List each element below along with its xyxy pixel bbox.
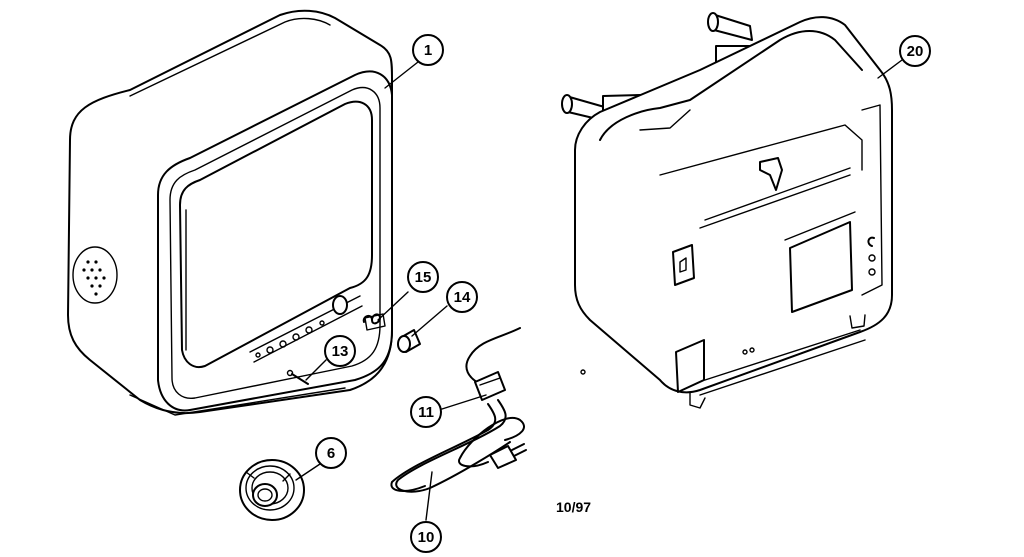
date-code: 10/97 bbox=[556, 499, 591, 515]
speaker-grille bbox=[72, 246, 118, 304]
callout-15-label: 15 bbox=[415, 269, 432, 286]
callout-10: 10 bbox=[410, 521, 442, 553]
callout-14: 14 bbox=[446, 281, 478, 313]
callout-20: 20 bbox=[899, 35, 931, 67]
pin-part bbox=[286, 369, 309, 385]
tv-rear-cabinet bbox=[561, 12, 893, 409]
leader-lines bbox=[295, 59, 903, 521]
tv-front-cabinet bbox=[67, 9, 393, 416]
ac-cord-assembly bbox=[390, 327, 527, 493]
spring-part bbox=[362, 313, 386, 331]
callout-6-label: 6 bbox=[327, 445, 335, 462]
callout-15: 15 bbox=[407, 261, 439, 293]
callout-11: 11 bbox=[410, 396, 442, 428]
callout-13-label: 13 bbox=[332, 343, 349, 360]
callout-14-label: 14 bbox=[454, 289, 471, 306]
power-knob-part bbox=[397, 329, 421, 353]
callout-11-label: 11 bbox=[418, 404, 434, 421]
front-buttons bbox=[255, 320, 325, 358]
callout-10-label: 10 bbox=[418, 529, 435, 546]
callout-13: 13 bbox=[324, 335, 356, 367]
callout-6: 6 bbox=[315, 437, 347, 469]
callout-1-label: 1 bbox=[424, 42, 432, 59]
callout-20-label: 20 bbox=[907, 43, 924, 60]
callout-1: 1 bbox=[412, 34, 444, 66]
speaker-part bbox=[239, 459, 305, 521]
